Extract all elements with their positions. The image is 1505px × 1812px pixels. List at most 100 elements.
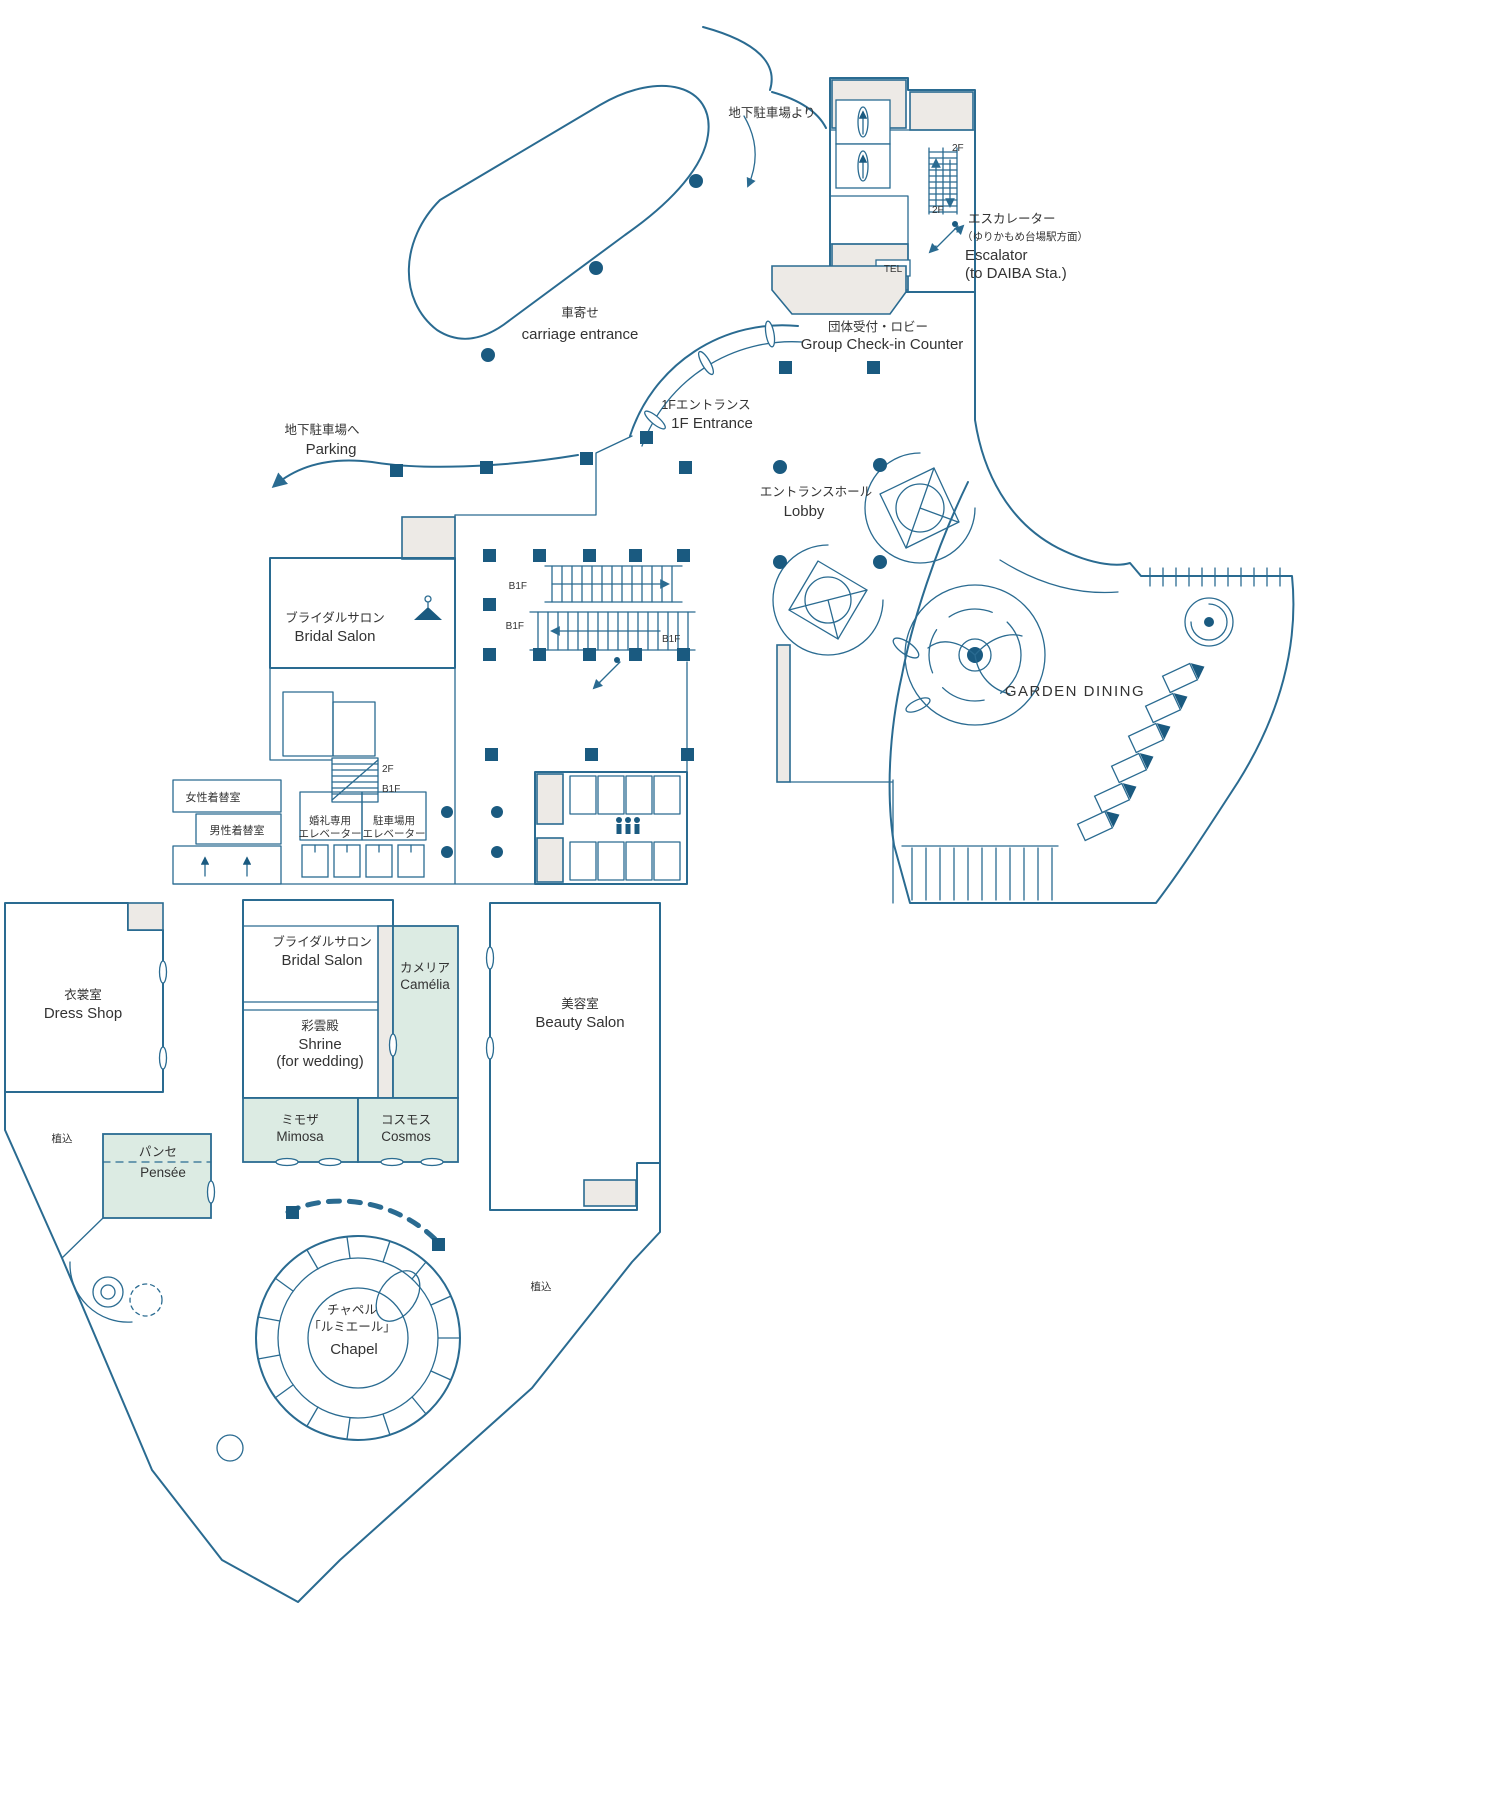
label-carriage-jp: 車寄せ (561, 305, 599, 320)
garden-circle-small (1184, 597, 1234, 647)
label-camelia-jp: カメリア (400, 961, 450, 975)
mimosa-room (242, 1097, 359, 1167)
label-garden-dining: GARDEN DINING (1005, 683, 1145, 700)
label-escalator-jp: エスカレーター (968, 212, 1056, 226)
label-from-parking: 地下駐車場より (728, 105, 815, 120)
label-camelia-en: Camélia (400, 977, 450, 992)
label-dress-shop-en: Dress Shop (44, 1005, 122, 1022)
door-icon (485, 1036, 495, 1060)
label-b1f: B1F (509, 581, 527, 592)
hanger-icon (414, 595, 442, 620)
label-lobby-jp: エントランスホール (760, 485, 872, 499)
label-b1f: B1F (382, 784, 400, 795)
label-bridal-north-jp: ブライダルサロン (285, 610, 385, 625)
label-parking-jp: 地下駐車場へ (284, 422, 359, 437)
corridor-wall (776, 644, 791, 783)
door-icon (206, 1180, 216, 1204)
label-parking-elevator-2: エレベーター (363, 828, 426, 840)
parterre-garden (892, 584, 1046, 726)
door-icon (764, 320, 776, 348)
chapel-wing (4, 1091, 661, 1603)
columns (441, 174, 887, 858)
label-cosmos-jp: コスモス (381, 1113, 431, 1127)
restrooms (534, 771, 688, 885)
label-bridal-north-en: Bridal Salon (295, 628, 376, 645)
label-beauty-jp: 美容室 (561, 996, 599, 1011)
label-tel: TEL (884, 264, 903, 275)
door-icon (158, 960, 168, 984)
label-planting: 植込 (52, 1132, 73, 1145)
label-pensee-en: Pensée (140, 1165, 186, 1180)
escalator (928, 147, 958, 215)
labels: 地下駐車場より 車寄せ carriage entrance 団体受付・ロビー G… (44, 105, 1145, 1358)
escalator-icon (928, 221, 965, 254)
spiral-stair (772, 544, 884, 656)
label-group-checkin-jp: 団体受付・ロビー (828, 320, 928, 334)
label-shrine-jp: 彩雲殿 (301, 1019, 339, 1033)
door-icon (318, 1157, 342, 1167)
label-bridal-south-en: Bridal Salon (282, 952, 363, 969)
label-2f: 2F (952, 143, 964, 154)
entrance-arc (454, 320, 803, 516)
driveway (271, 26, 827, 488)
stair-small (331, 757, 379, 803)
garden-dining (888, 291, 1295, 904)
elevator-cell (835, 99, 891, 145)
pensee-room (102, 1133, 216, 1219)
elevator-bank (299, 791, 427, 878)
label-beauty-en: Beauty Salon (535, 1014, 624, 1031)
door-icon (158, 1046, 168, 1070)
label-dress-shop-jp: 衣裳室 (64, 987, 102, 1002)
door-icon (420, 1157, 444, 1167)
label-entrance-en: 1F Entrance (671, 415, 753, 432)
label-carriage-en: carriage entrance (522, 326, 639, 343)
label-chapel-jp2: 「ルミエール」 (308, 1320, 396, 1334)
elevator-cell (835, 143, 891, 189)
label-wedding-elevator-2: エレベーター (299, 828, 362, 840)
label-lobby-en: Lobby (784, 503, 825, 520)
label-group-checkin-en: Group Check-in Counter (801, 336, 964, 353)
grand-staircase (529, 565, 696, 690)
label-chapel-jp: チャペル (327, 1303, 377, 1317)
group-checkin-counter (771, 265, 907, 315)
label-2f: 2F (932, 205, 944, 216)
amphitheater-steps (901, 845, 1059, 901)
door-icon (485, 946, 495, 970)
pillars (286, 361, 880, 1251)
label-escalator-en: Escalator (965, 247, 1028, 264)
label-parking-elevator-1: 駐車場用 (373, 814, 415, 827)
label-escalator-jp-note: （ゆりかもめ台場駅方面） (962, 230, 1088, 243)
label-women-changing: 女性着替室 (186, 790, 241, 804)
label-escalator-en-note: (to DAIBA Sta.) (965, 265, 1067, 282)
carriage-entrance-island (407, 84, 710, 340)
door-icon (380, 1157, 404, 1167)
door-icon (388, 1033, 398, 1057)
restroom-icon (616, 817, 640, 834)
label-parking-en: Parking (306, 441, 357, 458)
label-pensee-jp: パンセ (139, 1145, 177, 1159)
door-icon (697, 350, 715, 376)
label-cosmos-en: Cosmos (381, 1129, 431, 1144)
label-mimosa-jp: ミモザ (281, 1113, 319, 1127)
label-mimosa-en: Mimosa (276, 1129, 324, 1144)
escalator-icon (592, 657, 621, 690)
camelia-room (388, 925, 459, 1099)
dining-tables (1076, 662, 1205, 842)
corridor-walls (172, 514, 688, 885)
beauty-salon (485, 902, 661, 1211)
label-chapel-en: Chapel (330, 1341, 378, 1358)
label-b1f: B1F (506, 621, 524, 632)
label-bridal-south-jp: ブライダルサロン (272, 934, 372, 949)
steps (1149, 567, 1281, 587)
garden-decor (69, 1261, 244, 1462)
label-entrance-jp: 1Fエントランス (661, 398, 750, 412)
door-icon (644, 410, 666, 430)
label-shrine-en2: (for wedding) (276, 1053, 364, 1070)
label-2f: 2F (382, 764, 394, 775)
door-icon (275, 1157, 299, 1167)
changing-rooms (172, 779, 282, 885)
service-core (829, 77, 976, 293)
lobby (772, 452, 976, 904)
